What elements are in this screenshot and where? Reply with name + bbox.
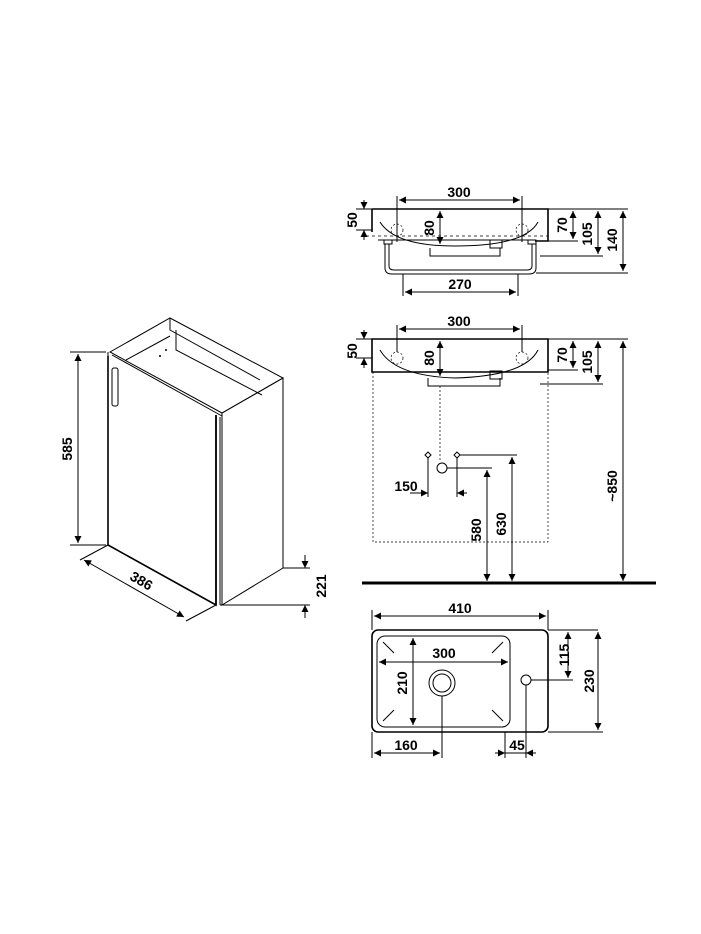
basin-depth-label: 210 <box>394 671 410 695</box>
towel-bar-width-label: 270 <box>448 276 472 292</box>
tap-offset-label: 115 <box>556 643 572 666</box>
water-inlet-icon <box>424 451 432 459</box>
basin-side-view: 300 50 80 70 105 140 270 <box>344 184 628 296</box>
drain-pipe-icon <box>436 462 448 474</box>
side-h140-label: 140 <box>604 228 620 252</box>
water-inlet-icon <box>453 451 461 459</box>
side-h70-label: 70 <box>554 217 570 233</box>
install-h70-label: 70 <box>554 347 570 363</box>
cabinet-depth-label: 386 <box>127 568 155 594</box>
basin-top-view: 410 300 210 115 230 160 45 <box>371 600 603 758</box>
outer-depth-label: 230 <box>581 669 597 693</box>
side-drain-label: 80 <box>421 220 437 236</box>
door-handle <box>111 367 119 407</box>
outer-width-label: 410 <box>448 600 472 616</box>
total-height-label: ~850 <box>604 470 620 502</box>
cabinet-height-label: 585 <box>59 437 75 461</box>
tap-edge-offset-label: 45 <box>509 737 525 753</box>
side-width-label: 300 <box>447 184 471 200</box>
pipe-h580-label: 580 <box>468 518 484 542</box>
drain-offset-label: 160 <box>394 737 418 753</box>
install-width-label: 300 <box>447 313 471 329</box>
basin-install-view: 300 50 80 70 105 ~850 150 580 6 <box>344 313 656 585</box>
pipe-h630-label: 630 <box>493 512 509 536</box>
basin-width-label: 300 <box>432 645 456 661</box>
tap-hole-icon <box>520 674 532 686</box>
side-h105-label: 105 <box>579 222 595 246</box>
leg-height-label: 221 <box>313 574 329 598</box>
pipe-spacing-label: 150 <box>394 478 418 494</box>
cabinet-drawing: 585 386 221 <box>59 317 329 622</box>
install-h105-label: 105 <box>579 350 595 374</box>
install-rim-label: 50 <box>344 343 360 359</box>
install-drain-label: 80 <box>421 350 437 366</box>
side-rim-label: 50 <box>344 212 360 228</box>
